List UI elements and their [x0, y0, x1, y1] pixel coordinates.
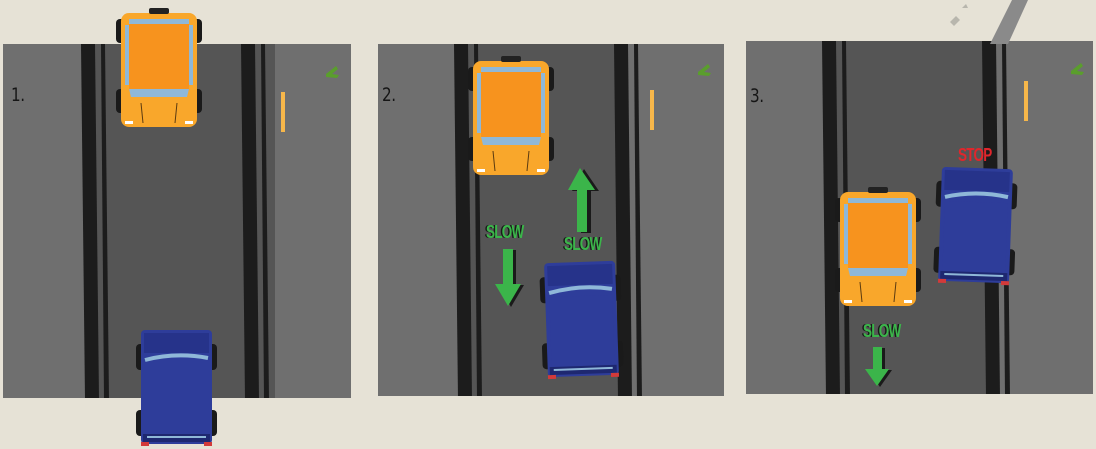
road-2: [378, 44, 724, 396]
panel-1: 1.: [3, 44, 351, 398]
road-3: [746, 41, 1093, 394]
yellow-marker: [281, 92, 285, 132]
panel-number: 3.: [750, 85, 764, 107]
panel-2: 2. SLOW SLOW: [378, 44, 724, 396]
yellow-marker: [1024, 81, 1028, 121]
panel-3: 3. STOP SLOW: [746, 41, 1093, 394]
yellow-marker: [650, 90, 654, 130]
decorative-stroke: [930, 0, 1050, 50]
slow-sign-right: SLOW: [564, 234, 602, 255]
slow-sign-left: SLOW: [486, 222, 524, 243]
panel-number: 2.: [382, 84, 396, 106]
stop-sign: STOP: [958, 145, 992, 166]
corner-arrow-icon: [326, 66, 339, 78]
panel-number: 1.: [11, 84, 25, 106]
slow-sign: SLOW: [863, 321, 901, 342]
corner-arrow-icon: [1071, 63, 1084, 75]
road-1: [3, 44, 351, 398]
corner-arrow-icon: [698, 64, 711, 76]
